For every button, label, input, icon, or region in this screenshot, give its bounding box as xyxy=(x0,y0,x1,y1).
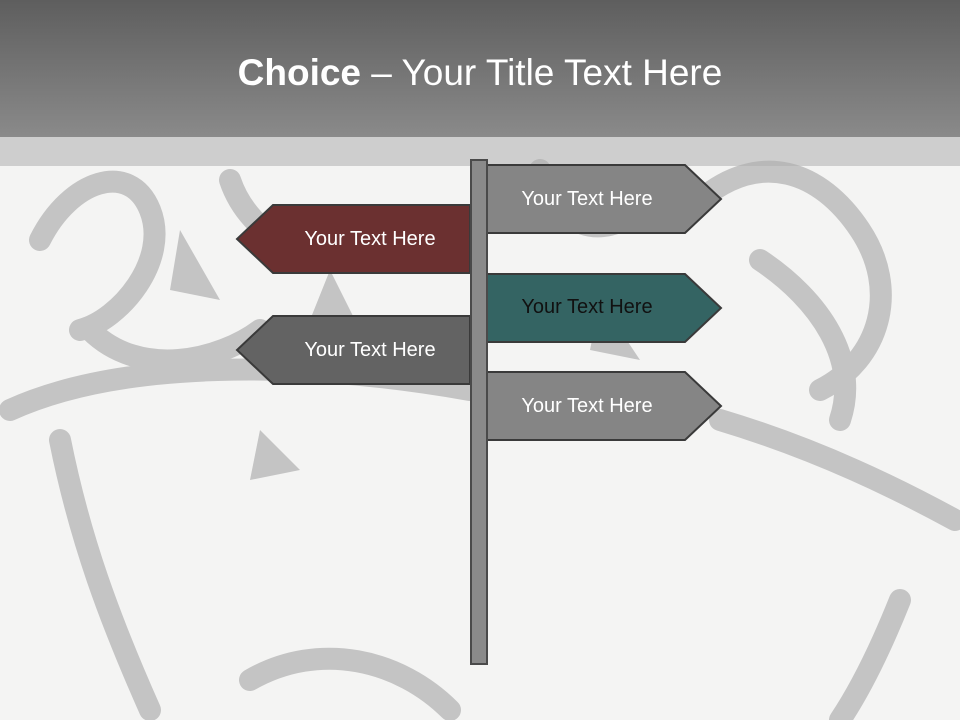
sign-label-1: Your Text Here xyxy=(304,228,436,250)
title-bold: Choice xyxy=(237,52,362,93)
sign-label-2: Your Text Here xyxy=(521,296,653,318)
sign-arrow-1 xyxy=(235,204,471,274)
sign-label-4: Your Text Here xyxy=(521,395,653,417)
sign-label-3: Your Text Here xyxy=(304,339,436,361)
sign-arrow-3 xyxy=(235,315,471,385)
page-title: Choice – Your Title Text Here xyxy=(0,52,960,94)
title-rest: – Your Title Text Here xyxy=(361,52,723,93)
title-bar xyxy=(0,0,960,137)
signpost-pole xyxy=(470,159,488,665)
sign-label-0: Your Text Here xyxy=(521,188,653,210)
